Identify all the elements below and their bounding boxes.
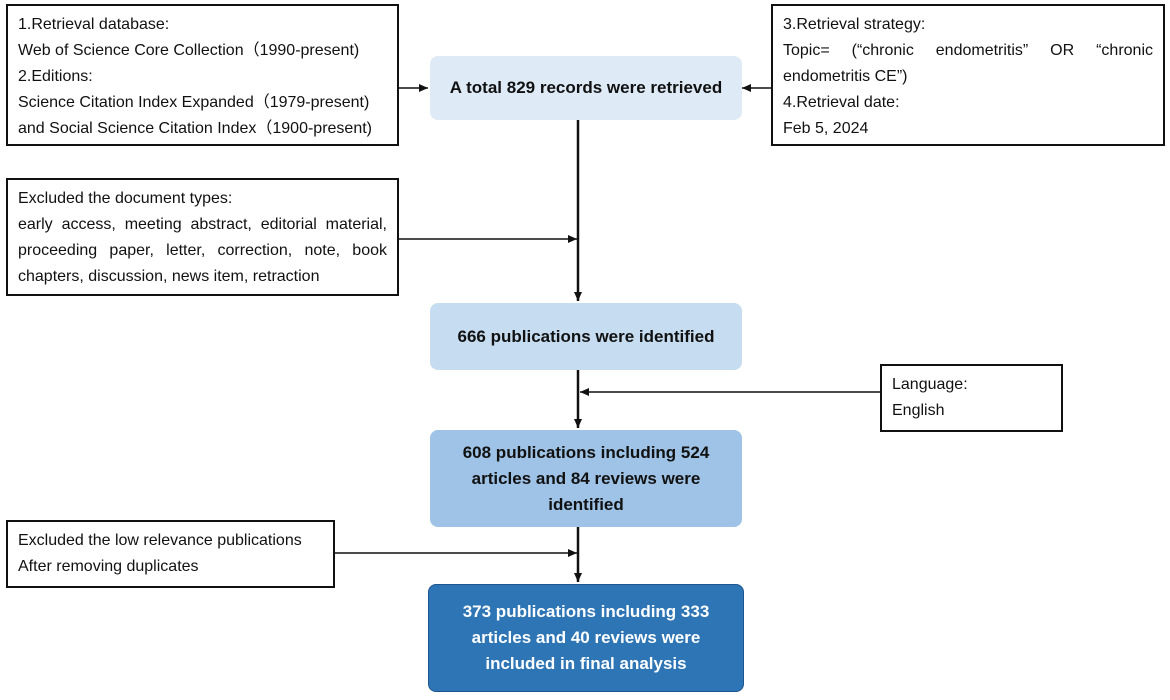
step-line: identified	[548, 494, 624, 514]
note-line: early access, meeting abstract, editoria…	[18, 216, 387, 233]
note-line: Excluded the document types:	[18, 190, 233, 207]
note-line: Topic= (“chronic endometritis” OR “chron…	[783, 42, 1153, 59]
note-line: 1.Retrieval database:	[18, 16, 170, 33]
note-line: Web of Science Core Collection（1990-pres…	[18, 42, 360, 59]
note-line: and Social Science Citation Index（1900-p…	[18, 120, 372, 137]
note-line: 4.Retrieval date:	[783, 94, 900, 111]
total-records-step: A total 829 records were retrieved	[430, 56, 742, 120]
note-line: After removing duplicates	[18, 558, 199, 575]
step-line: 373 publications including 333	[462, 602, 710, 621]
language-note: Language: English	[880, 364, 1063, 432]
note-line: proceeding paper, letter, correction, no…	[18, 242, 387, 259]
identified-publications-step: 666 publications were identified	[430, 303, 742, 370]
step-line: 608 publications including 524	[462, 442, 710, 462]
note-line: endometritis CE”)	[783, 68, 908, 85]
retrieval-strategy-note: 3.Retrieval strategy: Topic= (“chronic e…	[771, 4, 1165, 146]
note-line: 2.Editions:	[18, 68, 93, 85]
step-line: articles and 84 reviews were	[471, 468, 701, 488]
step-line: included in final analysis	[485, 654, 687, 673]
note-line: 3.Retrieval strategy:	[783, 16, 926, 33]
step-line: articles and 40 reviews were	[471, 628, 701, 647]
note-line: English	[892, 402, 945, 419]
step-line: A total 829 records were retrieved	[449, 78, 723, 97]
final-analysis-step: 373 publications including 333 articles …	[428, 584, 744, 692]
excluded-low-relevance-note: Excluded the low relevance publications …	[6, 520, 335, 588]
step-line: 666 publications were identified	[457, 326, 715, 346]
note-line: chapters, discussion, news item, retract…	[18, 268, 320, 285]
note-line: Excluded the low relevance publications	[18, 532, 302, 549]
retrieval-database-note: 1.Retrieval database: Web of Science Cor…	[6, 4, 399, 146]
note-line: Language:	[892, 376, 968, 393]
english-publications-step: 608 publications including 524 articles …	[430, 430, 742, 527]
note-line: Feb 5, 2024	[783, 120, 869, 137]
excluded-document-types-note: Excluded the document types: early acces…	[6, 178, 399, 296]
note-line: Science Citation Index Expanded（1979-pre…	[18, 94, 370, 111]
